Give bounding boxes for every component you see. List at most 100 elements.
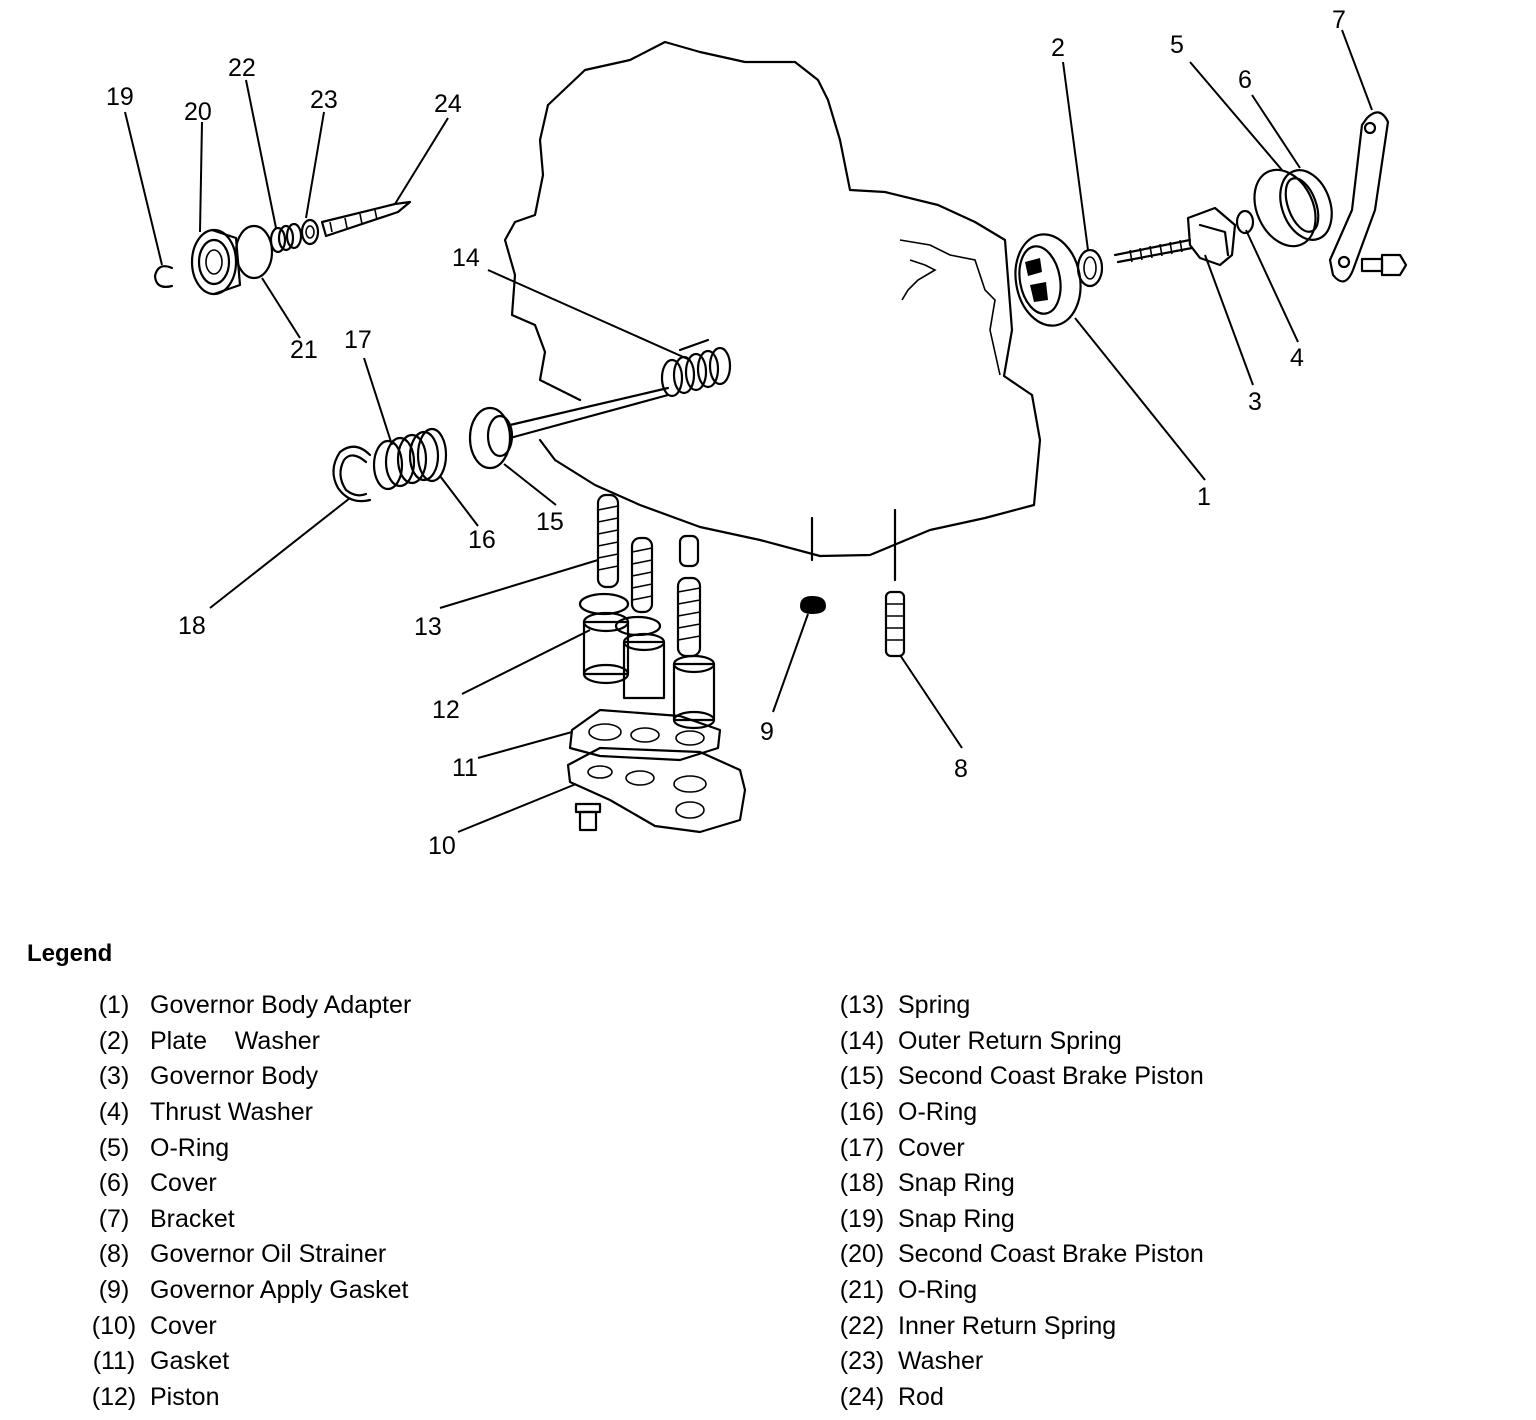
legend-column-right: (13) Spring (14)Outer Return Spring (15) S…	[826, 988, 1204, 1415]
o-ring-part-16	[416, 427, 448, 483]
legend-number: (16)	[839, 1098, 885, 1127]
callout-10: 10	[428, 832, 456, 860]
legend-label: Gasket	[150, 1347, 230, 1376]
legend-item: (10)Cover	[78, 1308, 411, 1344]
legend-number: (4)	[98, 1098, 130, 1127]
legend-label: Governor Oil Strainer	[150, 1240, 387, 1269]
callout-9: 9	[760, 718, 774, 746]
thrust-washer-part-4	[1235, 209, 1255, 235]
legend-item: (17) Cover	[826, 1130, 1204, 1166]
governor-oil-strainer-part-8	[884, 508, 906, 658]
legend-item: (18)Snap Ring	[826, 1166, 1204, 1202]
legend-label: Outer Return Spring	[898, 1026, 1122, 1055]
legend-item: (12) Piston	[78, 1380, 411, 1416]
legend-label: Washer	[898, 1347, 984, 1376]
legend-number: (10)	[91, 1311, 137, 1340]
legend-label: O-Ring	[898, 1276, 978, 1305]
callout-labels: 1 2 3 4 5 6 7 8 9 10 11 12 13 14 15 16 1…	[106, 6, 1346, 860]
legend-label: Spring	[898, 991, 971, 1020]
legend-number: (15)	[839, 1062, 885, 1091]
legend-label: Snap Ring	[898, 1204, 1015, 1233]
legend-label: Governor Body Adapter	[150, 991, 412, 1020]
pistons-part-12	[578, 592, 716, 730]
legend-number: (17)	[839, 1133, 885, 1162]
legend-section: Legend (1) Governor Body Adapter (2)Plate…	[0, 930, 1536, 1420]
callout-11: 11	[452, 754, 478, 782]
legend-title: Legend	[27, 940, 113, 967]
legend-item: (23) Washer	[826, 1344, 1204, 1380]
legend-label: Bracket	[150, 1204, 235, 1233]
legend-item: (9)Governor Apply Gasket	[78, 1273, 411, 1309]
legend-item: (1) Governor Body Adapter	[78, 988, 412, 1024]
brake-piston-part-15	[468, 386, 670, 470]
legend-number: (12)	[91, 1382, 137, 1411]
callout-5: 5	[1170, 31, 1184, 59]
legend-number: (21)	[839, 1276, 885, 1305]
callout-24: 24	[434, 90, 462, 118]
outer-return-spring-part-14	[660, 338, 732, 398]
governor-body-adapter-part-1	[1014, 233, 1082, 327]
legend-label: O-Ring	[898, 1098, 978, 1127]
legend-number: (22)	[839, 1311, 885, 1340]
callout-21: 21	[290, 336, 318, 364]
legend-number: (24)	[839, 1382, 885, 1411]
callout-17: 17	[344, 326, 372, 354]
legend-item: (21) O-Ring	[826, 1273, 1204, 1309]
legend-item: (19) Snap Ring	[826, 1202, 1204, 1238]
legend-label: Snap Ring	[898, 1169, 1015, 1198]
legend-item: (15) Second Coast Brake Piston	[826, 1059, 1204, 1095]
legend-label: Inner Return Spring	[898, 1311, 1117, 1340]
legend-number: (11)	[92, 1347, 136, 1376]
o-ring-part-5	[1253, 168, 1317, 248]
legend-item: (3) Governor Body	[78, 1059, 411, 1095]
snap-ring-part-19	[153, 265, 174, 288]
snap-ring-part-18	[332, 445, 372, 503]
callout-3: 3	[1248, 388, 1262, 416]
legend-item: (8)Governor Oil Strainer	[78, 1237, 411, 1273]
exploded-parts-diagram: 1 2 3 4 5 6 7 8 9 10 11 12 13 14 15 16 1…	[106, 6, 1408, 860]
legend-number: (2)	[98, 1026, 130, 1055]
legend-label: Second Coast Brake Piston	[898, 1240, 1204, 1269]
legend-number: (1)	[98, 991, 130, 1020]
washer-part-23	[300, 218, 320, 246]
legend-label: Second Coast Brake Piston	[898, 1062, 1204, 1091]
legend-column-left: (1) Governor Body Adapter (2)Plate Washer…	[78, 988, 412, 1416]
callout-4: 4	[1290, 344, 1304, 372]
legend-label: O-Ring	[150, 1133, 230, 1162]
legend-label: Cover	[898, 1133, 965, 1162]
legend-label: Piston	[150, 1382, 220, 1411]
legend-item: (13) Spring	[826, 988, 1204, 1024]
legend-label: Thrust Washer	[150, 1098, 314, 1127]
callout-20: 20	[184, 98, 212, 126]
plate-washer-part-2	[1076, 248, 1104, 288]
callout-6: 6	[1238, 66, 1252, 94]
leader-lines	[124, 29, 1373, 833]
legend-label: Governor Apply Gasket	[150, 1276, 409, 1305]
callout-2: 2	[1051, 34, 1065, 62]
callout-18: 18	[178, 612, 206, 640]
legend-item: (14)Outer Return Spring	[826, 1024, 1204, 1060]
governor-apply-gasket-part-9	[800, 516, 826, 614]
legend-item: (16) O-Ring	[826, 1095, 1204, 1131]
legend-item: (11) Gasket	[78, 1344, 411, 1380]
spring-left	[596, 493, 620, 589]
legend-label: Cover	[150, 1169, 217, 1198]
callout-19: 19	[106, 83, 134, 111]
cover-part-6	[1279, 169, 1333, 241]
legend-item: (2)Plate Washer	[78, 1024, 411, 1060]
legend-number: (3)	[98, 1062, 130, 1091]
legend-number: (23)	[839, 1347, 885, 1376]
governor-body-part-3	[1113, 206, 1237, 267]
gasket-part-11	[568, 708, 722, 762]
rod-part-24	[320, 200, 412, 238]
callout-15: 15	[536, 508, 564, 536]
legend-item: (5)O-Ring	[78, 1130, 411, 1166]
legend-item: (24)Rod	[826, 1380, 1204, 1416]
legend-item: (20)Second Coast Brake Piston	[826, 1237, 1204, 1273]
legend-number: (19)	[839, 1204, 885, 1233]
legend-number: (7)	[98, 1204, 130, 1233]
legend-label: Governor Body	[150, 1062, 319, 1091]
legend-number: (13)	[839, 991, 885, 1020]
callout-13: 13	[414, 613, 442, 641]
callout-8: 8	[954, 755, 968, 783]
